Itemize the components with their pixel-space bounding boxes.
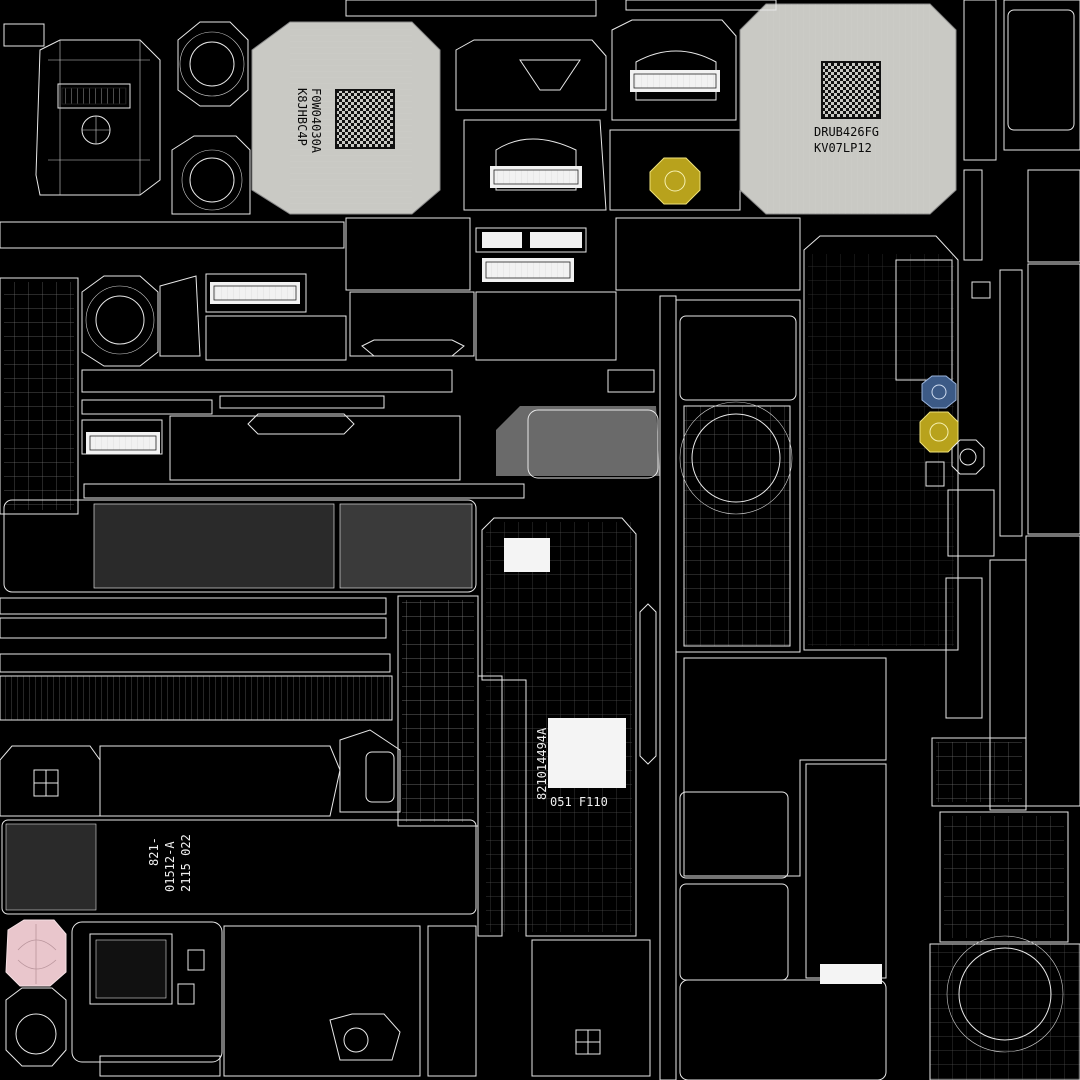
connector-housing-top-left bbox=[35, 39, 161, 196]
dark-horizontal-bar bbox=[3, 499, 477, 593]
chip-right-label-line2: KV07LP12 bbox=[814, 141, 872, 155]
chip-left-label-line2: K8JHBC4P bbox=[295, 88, 309, 146]
ring-part-top bbox=[177, 21, 249, 107]
bottom-edge-strips bbox=[99, 1055, 221, 1077]
connector-lower-left bbox=[0, 729, 401, 817]
left-bar-label-line3: 2115 022 bbox=[179, 834, 193, 892]
small-grid-patch-top-left bbox=[3, 23, 45, 47]
long-rails-left bbox=[81, 369, 655, 499]
ring-part-left-middle bbox=[81, 275, 201, 367]
tall-panel-part-code: 821014494A bbox=[535, 727, 549, 800]
connector-housing-top-center bbox=[455, 39, 607, 211]
connector-housing-top-right bbox=[609, 19, 741, 211]
left-tall-panel bbox=[0, 277, 79, 515]
tall-labeled-panel: 821014494A 051 F110 bbox=[481, 517, 657, 1077]
labeled-bar-left: 821- 01512-A 2115 022 bbox=[1, 819, 477, 915]
chip-left: F0W04030A K8JHBC4P bbox=[251, 21, 441, 215]
nut-gold bbox=[919, 411, 959, 453]
top-edge-strips bbox=[345, 0, 777, 17]
chip-right: DRUB426FG KV07LP12 bbox=[739, 3, 957, 215]
nut-gray bbox=[951, 439, 985, 475]
left-bar-label-line1: 821- bbox=[147, 837, 161, 866]
rails-below-bar bbox=[0, 597, 393, 721]
chip-right-label-line1: DRUB426FG bbox=[814, 125, 879, 139]
tall-panel-bottom-code: 051 F110 bbox=[550, 795, 608, 809]
vertical-grid-panel-center bbox=[397, 595, 503, 937]
grid-strip-top-right bbox=[963, 0, 1080, 161]
nut-blue bbox=[921, 375, 957, 409]
metal-pad-column-upper bbox=[675, 299, 801, 653]
metal-pad-column-lower bbox=[679, 657, 887, 1080]
connector-left-middle bbox=[205, 273, 347, 361]
center-block-panels bbox=[349, 291, 617, 361]
bottom-left-parts bbox=[5, 919, 477, 1077]
ring-part-lower bbox=[171, 135, 251, 215]
bottom-right-ring-block bbox=[929, 811, 1080, 1080]
far-right-grid-columns bbox=[925, 169, 1080, 811]
left-bar-label-line2: 01512-A bbox=[163, 841, 177, 892]
gray-rounded-block bbox=[496, 406, 660, 479]
horizontal-rail-band bbox=[0, 217, 801, 291]
chip-left-label-line1: F0W04030A bbox=[309, 88, 323, 154]
vertical-separator-rails bbox=[659, 295, 677, 1080]
